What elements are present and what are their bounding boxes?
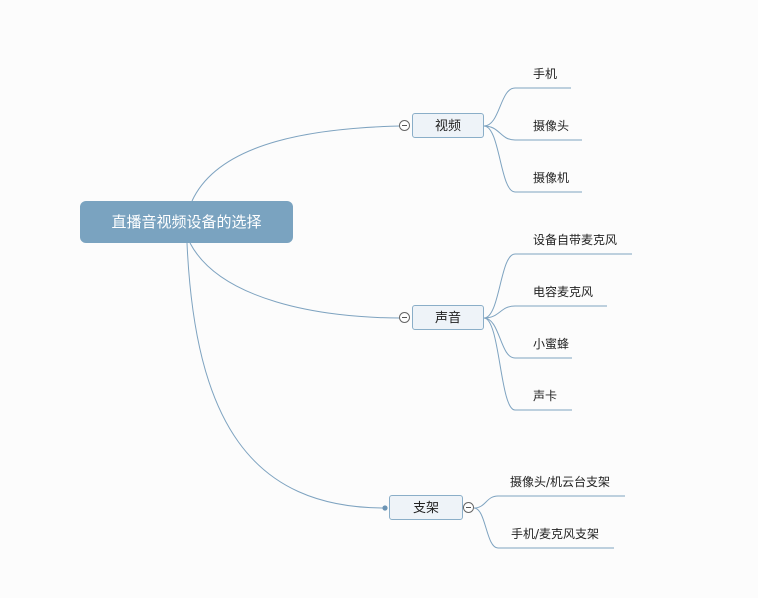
link-audio-1: [483, 253, 632, 319]
leaf-audio-4[interactable]: 声卡: [533, 389, 558, 403]
branch-node-stand[interactable]: 支架: [389, 495, 463, 520]
leaf-audio-2[interactable]: 电容麦克风: [533, 285, 594, 299]
link-stand-1: [473, 495, 625, 509]
link-root-audio: [189, 242, 401, 319]
leaf-video-3[interactable]: 摄像机: [533, 171, 570, 185]
link-root-stand: [186, 242, 386, 509]
link-audio-4: [483, 317, 572, 411]
minus-circle-icon[interactable]: [463, 502, 474, 513]
dot-icon: [382, 505, 388, 511]
link-audio-3: [483, 317, 572, 359]
leaf-audio-1[interactable]: 设备自带麦克风: [533, 233, 618, 247]
leaf-stand-2[interactable]: 手机/麦克风支架: [511, 527, 600, 541]
leaf-stand-1[interactable]: 摄像头/机云台支架: [510, 475, 611, 489]
link-video-3: [483, 125, 582, 193]
link-root-video: [191, 125, 401, 202]
link-audio-2: [483, 305, 607, 319]
leaf-video-2[interactable]: 摄像头: [533, 119, 570, 133]
minus-circle-icon[interactable]: [399, 120, 410, 131]
leaf-audio-3[interactable]: 小蜜蜂: [533, 337, 570, 351]
leaf-video-1[interactable]: 手机: [533, 67, 558, 81]
link-stand-2: [473, 507, 614, 549]
branch-node-video[interactable]: 视频: [412, 113, 484, 138]
branch-node-audio[interactable]: 声音: [412, 305, 484, 330]
link-video-1: [483, 87, 571, 127]
minus-circle-icon[interactable]: [399, 312, 410, 323]
root-node[interactable]: 直播音视频设备的选择: [80, 201, 293, 243]
link-video-2: [483, 125, 582, 141]
